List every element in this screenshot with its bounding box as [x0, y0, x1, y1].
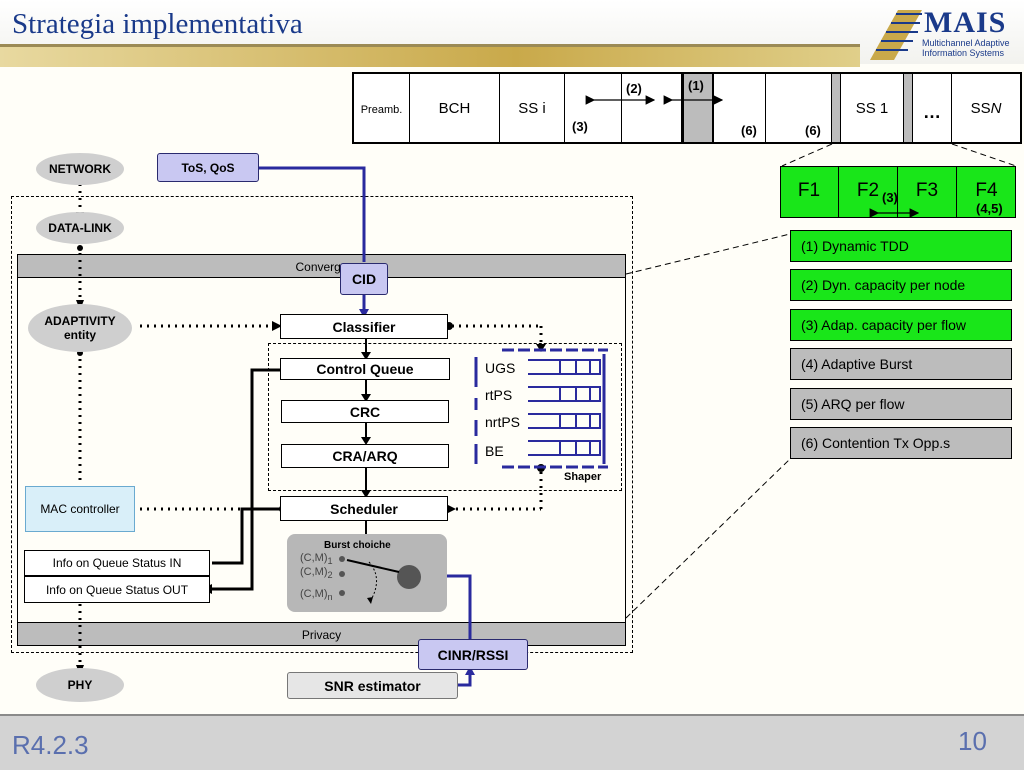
mac-controller-block: MAC controller — [25, 486, 135, 532]
frame-contention-2 — [904, 74, 912, 142]
burst-cm1: (C,M) — [300, 552, 328, 564]
frame-ellipsis: … — [912, 74, 952, 142]
burst-option-2: (C,M)2 — [300, 566, 333, 580]
burst-choice-panel — [287, 534, 447, 612]
flow-f1: F1 — [780, 166, 839, 218]
frame-tdd-gap — [682, 74, 714, 142]
privacy-label: Privacy — [301, 628, 342, 642]
mais-logo-icon — [870, 10, 922, 60]
service-ugs: UGS — [485, 360, 516, 376]
burst-option-1: (C,M)1 — [300, 552, 333, 566]
burst-choice-title: Burst choiche — [324, 540, 391, 551]
logo-name: MAIS — [924, 6, 1007, 39]
mac-layer-frame — [11, 196, 633, 653]
burst-cmn: (C,M) — [300, 588, 328, 600]
flow-f3: F3 — [898, 166, 957, 218]
frame-marker-1: (1) — [688, 78, 704, 93]
queue-status-out: Info on Queue Status OUT — [24, 576, 210, 603]
title-underline — [0, 44, 860, 47]
legend-item-6: (6) Contention Tx Opp.s — [790, 427, 1012, 459]
cinr-rssi-block: CINR/RSSI — [418, 639, 528, 670]
frame-marker-3: (3) — [572, 119, 588, 134]
frame-preamble: Preamb. — [354, 74, 410, 142]
queue-status-in: Info on Queue Status IN — [24, 550, 210, 576]
footer-bar — [0, 714, 1024, 770]
legend-item-2: (2) Dyn. capacity per node — [790, 269, 1012, 301]
title-band — [0, 47, 860, 67]
frame-marker-6b: (6) — [805, 123, 821, 138]
frame-marker-6a: (6) — [741, 123, 757, 138]
layer-data-link: DATA-LINK — [36, 212, 124, 244]
page-number: 10 — [958, 726, 987, 756]
ss-n-prefix: SS — [970, 99, 991, 117]
frame-ss-i: SS i — [500, 74, 565, 142]
legend-item-4: (4) Adaptive Burst — [790, 348, 1012, 380]
frame-slot-d — [766, 74, 832, 142]
control-queue-block: Control Queue — [280, 358, 450, 380]
convergence-label: Converge — [295, 260, 348, 274]
adaptivity-line-1: ADAPTIVITY — [44, 314, 116, 328]
flow-f4: F4 — [975, 180, 998, 201]
frame-slot-a — [565, 74, 622, 142]
snr-estimator-block: SNR estimator — [287, 672, 458, 699]
legend-item-3: (3) Adap. capacity per flow — [790, 309, 1012, 341]
frame-bch: BCH — [410, 74, 500, 142]
frame-marker-2: (2) — [626, 81, 642, 96]
frame-slot-c — [714, 74, 766, 142]
burst-cm2-sub: 2 — [327, 570, 333, 581]
convergence-band: Converge — [17, 254, 626, 278]
cid-block: CID — [340, 263, 388, 295]
service-be: BE — [485, 443, 504, 459]
burst-selector-icon — [339, 556, 421, 604]
frame-slot-b — [622, 74, 682, 142]
queue-area-frame — [268, 343, 622, 491]
frame-contention-1 — [832, 74, 840, 142]
service-nrtps: nrtPS — [485, 414, 521, 430]
ss-n-italic: N — [990, 99, 1002, 117]
layer-adaptivity: ADAPTIVITY entity — [28, 304, 132, 352]
shaper-label: Shaper — [564, 471, 602, 483]
burst-option-n: (C,M)n — [300, 588, 333, 602]
page-title: Strategia implementativa — [12, 8, 303, 40]
flow-marker-45: (4,5) — [976, 201, 1003, 216]
footer-code: R4.2.3 — [12, 730, 89, 760]
burst-cm2: (C,M) — [300, 566, 328, 578]
classifier-block: Classifier — [280, 314, 448, 339]
layer-phy: PHY — [36, 668, 124, 702]
tos-qos-block: ToS, QoS — [157, 153, 259, 182]
scheduler-block: Scheduler — [280, 496, 448, 521]
frame-ss-1: SS 1 — [840, 74, 904, 142]
crc-block: CRC — [281, 400, 449, 423]
legend-item-1: (1) Dynamic TDD — [790, 230, 1012, 262]
legend-item-5: (5) ARQ per flow — [790, 388, 1012, 420]
adaptivity-line-2: entity — [63, 328, 96, 342]
burst-cm1-sub: 1 — [327, 556, 333, 567]
frame-ss-n: SS N — [952, 74, 1020, 142]
logo-subtitle-1: Multichannel Adaptive — [922, 38, 1010, 48]
burst-cmn-sub: n — [327, 592, 333, 603]
flow-marker-3: (3) — [882, 190, 898, 205]
service-rtps: rtPS — [485, 387, 513, 403]
cra-arq-block: CRA/ARQ — [281, 444, 449, 468]
layer-network: NETWORK — [36, 153, 124, 185]
flow-f2: F2 — [839, 166, 898, 218]
logo-subtitle-2: Information Systems — [922, 48, 1005, 58]
